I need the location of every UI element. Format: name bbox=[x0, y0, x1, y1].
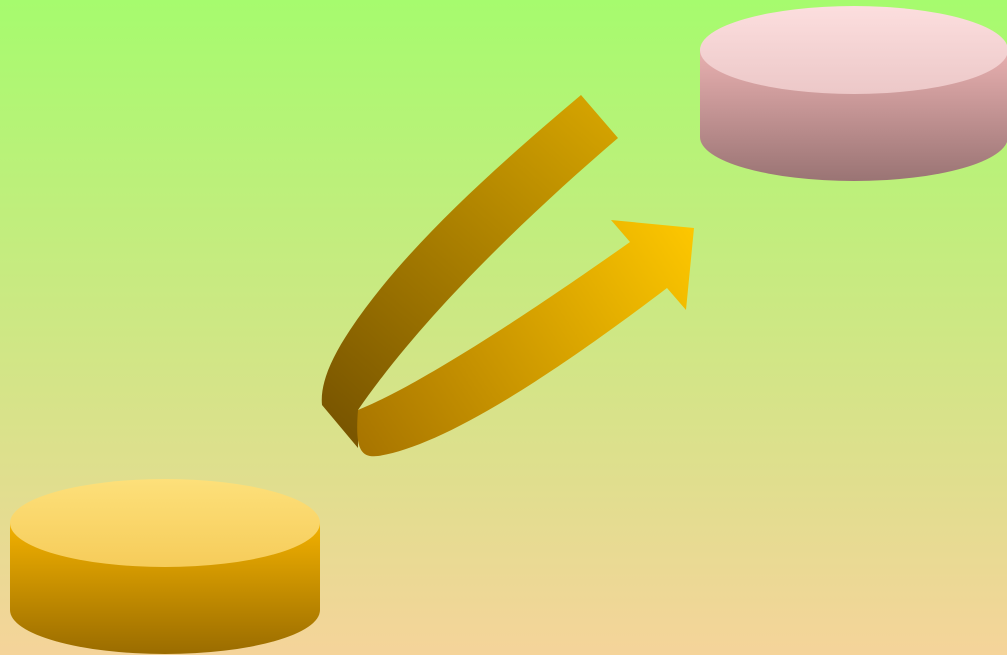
source-cylinder-top bbox=[10, 479, 320, 567]
target-cylinder-top bbox=[700, 6, 1007, 94]
source-cylinder bbox=[10, 479, 320, 654]
target-cylinder bbox=[700, 6, 1007, 181]
